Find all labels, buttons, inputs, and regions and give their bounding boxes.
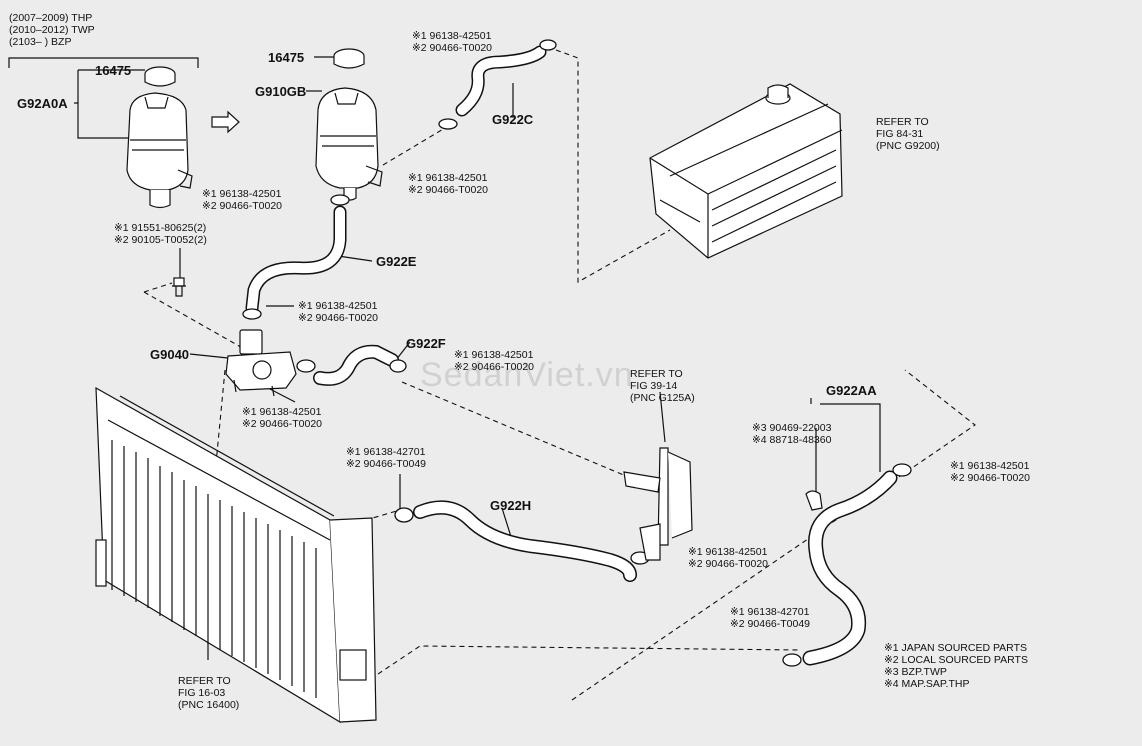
part-number: ※2 90466-T0020 <box>950 472 1031 484</box>
part-number: ※1 96138-42501 <box>688 546 768 558</box>
part-number: ※2 90466-T0020 <box>688 558 769 570</box>
code-g92a0a: G92A0A <box>17 96 68 111</box>
part-number: ※2 90466-T0020 <box>242 418 323 430</box>
part-number: ※4 88718-48360 <box>752 434 832 446</box>
clip-g922aa <box>805 490 823 511</box>
part-number: ※2 90466-T0020 <box>298 312 379 324</box>
part-number: ※1 91551-80625(2) <box>114 222 207 234</box>
part-number: ※2 90466-T0020 <box>408 184 489 196</box>
part-number: ※1 96138-42501 <box>298 300 378 312</box>
reference-line: (PNC 16400) <box>178 699 240 711</box>
legend-item: ※2 LOCAL SOURCED PARTS <box>884 654 1028 666</box>
code-g922c: G922C <box>492 112 534 127</box>
year-list: (2007–2009) THP (2010–2012) TWP (2103– )… <box>9 12 95 48</box>
reference-radiator: REFER TO FIG 16-03 (PNC 16400) <box>178 675 239 711</box>
parts-top-right-clamp: ※1 96138-42501 ※2 90466-T0020 <box>412 30 492 54</box>
part-number: ※2 90466-T0049 <box>346 458 427 470</box>
part-number: ※1 96138-42501 <box>412 30 492 42</box>
reference-line: (PNC G125A) <box>630 392 695 404</box>
parts-pump-bottom-clamp: ※1 96138-42501 ※2 90466-T0020 <box>242 406 322 430</box>
radiator <box>95 386 377 724</box>
code-g922e: G922E <box>376 254 417 269</box>
year-bracket <box>8 57 199 68</box>
parts-pump-top-clamp: ※1 96138-42501 ※2 90466-T0020 <box>298 300 378 324</box>
inverter-assembly <box>649 83 843 259</box>
reference-inverter: REFER TO FIG 84-31 (PNC G9200) <box>876 116 940 152</box>
replacement-arrow <box>211 110 240 134</box>
parts-h-left-clamp: ※1 96138-42701 ※2 90466-T0049 <box>346 446 426 470</box>
legend-item: ※1 JAPAN SOURCED PARTS <box>884 642 1027 654</box>
part-number: ※2 90466-T0020 <box>412 42 493 54</box>
watermark: SedanViet.vn <box>420 356 634 394</box>
code-16475-a: 16475 <box>95 63 132 78</box>
reference-pipe: REFER TO FIG 39-14 (PNC G125A) <box>630 368 695 404</box>
parts-tank-bottom-clamp: ※1 96138-42501 ※2 90466-T0020 <box>202 188 282 212</box>
part-number: ※2 90105-T0052(2) <box>114 234 207 246</box>
part-number: ※1 96138-42501 <box>408 172 488 184</box>
reservoir-tank-g910gb <box>315 48 383 201</box>
code-g922aa: G922AA <box>826 383 877 398</box>
part-number: ※2 90466-T0049 <box>730 618 811 630</box>
code-g922h: G922H <box>490 498 532 513</box>
code-g910gb: G910GB <box>255 84 307 99</box>
reference-line: (PNC G9200) <box>876 140 940 152</box>
reference-line: FIG 39-14 <box>630 380 678 392</box>
legend-item: ※4 MAP.SAP.THP <box>884 678 970 690</box>
code-g9040: G9040 <box>150 347 190 362</box>
year-item: (2010–2012) TWP <box>9 24 95 36</box>
water-pump-g9040 <box>225 329 297 397</box>
parts-f-clamp: ※1 96138-42501 ※2 90466-T0020 <box>454 349 534 373</box>
parts-aa-clip: ※3 90469-22003 ※4 88718-48360 <box>752 422 831 446</box>
reservoir-tank-g92a0a <box>126 66 193 209</box>
coolant-pipe-assembly <box>623 447 693 561</box>
part-number: ※1 96138-42501 <box>454 349 534 361</box>
source-legend: ※1 JAPAN SOURCED PARTS ※2 LOCAL SOURCED … <box>884 642 1028 690</box>
bolt <box>172 277 186 297</box>
part-number: ※2 90466-T0020 <box>202 200 283 212</box>
reference-line: REFER TO <box>630 368 683 380</box>
legend-item: ※3 BZP.TWP <box>884 666 947 678</box>
reference-line: FIG 84-31 <box>876 128 924 140</box>
part-number: ※1 96138-42501 <box>950 460 1030 472</box>
parts-aa-bottom-clamp: ※1 96138-42701 ※2 90466-T0049 <box>730 606 810 630</box>
part-number: ※1 96138-42701 <box>346 446 426 458</box>
parts-mid-clamp-c: ※1 96138-42501 ※2 90466-T0020 <box>408 172 488 196</box>
code-g922f: G922F <box>406 336 446 351</box>
part-number: ※1 96138-42701 <box>730 606 810 618</box>
code-16475-b: 16475 <box>268 50 305 65</box>
parts-h-right-clamp: ※1 96138-42501 ※2 90466-T0020 <box>688 546 768 570</box>
parts-bolt: ※1 91551-80625(2) ※2 90105-T0052(2) <box>114 222 207 246</box>
part-number: ※1 96138-42501 <box>202 188 282 200</box>
parts-aa-top-clamp: ※1 96138-42501 ※2 90466-T0020 <box>950 460 1030 484</box>
year-item: (2007–2009) THP <box>9 12 93 24</box>
part-number: ※1 96138-42501 <box>242 406 322 418</box>
reference-line: FIG 16-03 <box>178 687 226 699</box>
reference-line: REFER TO <box>876 116 929 128</box>
part-number: ※3 90469-22003 <box>752 422 832 434</box>
year-item: (2103– ) BZP <box>9 36 72 48</box>
reference-line: REFER TO <box>178 675 231 687</box>
part-number: ※2 90466-T0020 <box>454 361 535 373</box>
